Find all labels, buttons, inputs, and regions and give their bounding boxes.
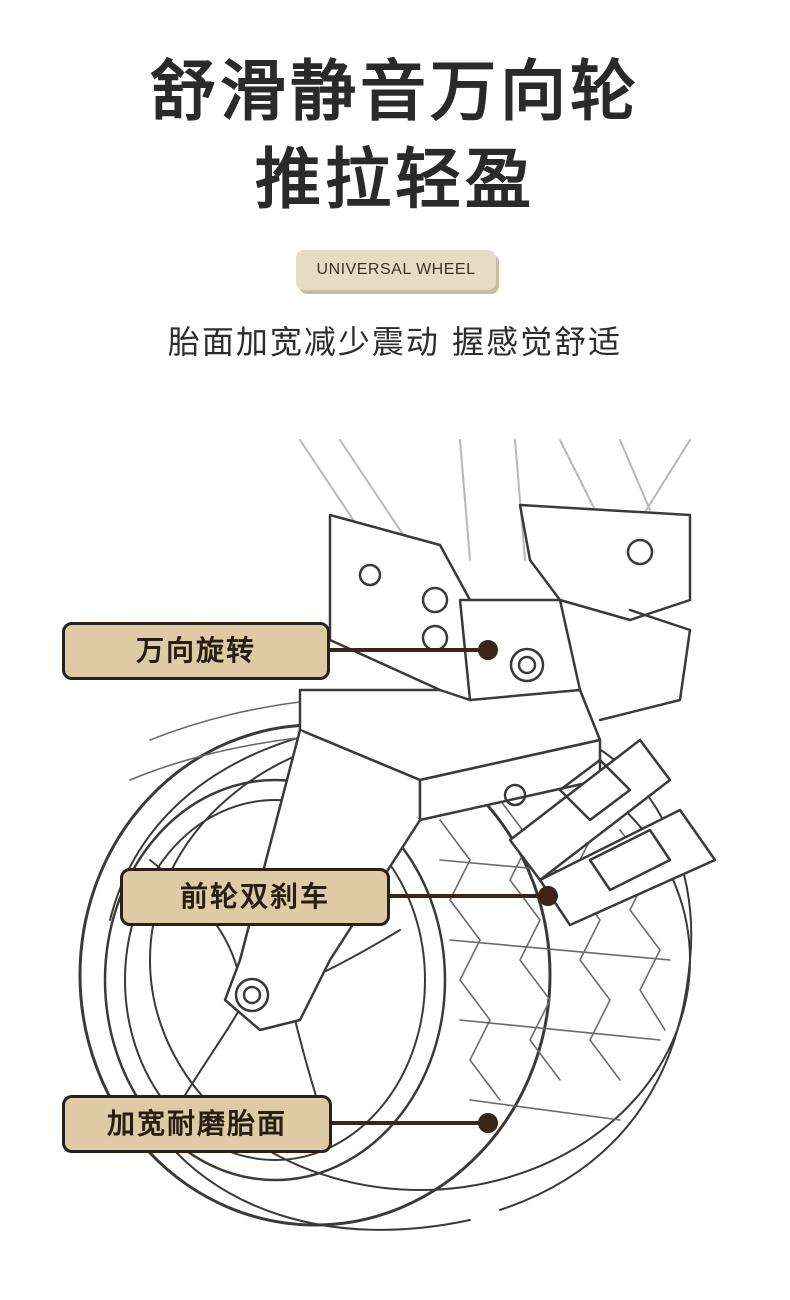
mounting-plate <box>328 503 692 722</box>
wheel-sketch-illustration <box>78 439 717 1231</box>
headline-line2: 推拉轻盈 <box>255 141 535 218</box>
callout-wide-tread: 加宽耐磨胎面 <box>62 1095 332 1153</box>
universal-wheel-badge: UNIVERSAL WHEEL <box>296 250 496 290</box>
callout-swivel: 万向旋转 <box>62 622 330 680</box>
headline-line1: 舒滑静音万向轮 <box>150 53 640 130</box>
brake-pedal <box>503 738 717 927</box>
callout-leaders <box>328 640 558 1133</box>
subtitle: 胎面加宽减少震动 握感觉舒适 <box>167 323 623 361</box>
callout-dual-brake: 前轮双刹车 <box>120 868 390 926</box>
